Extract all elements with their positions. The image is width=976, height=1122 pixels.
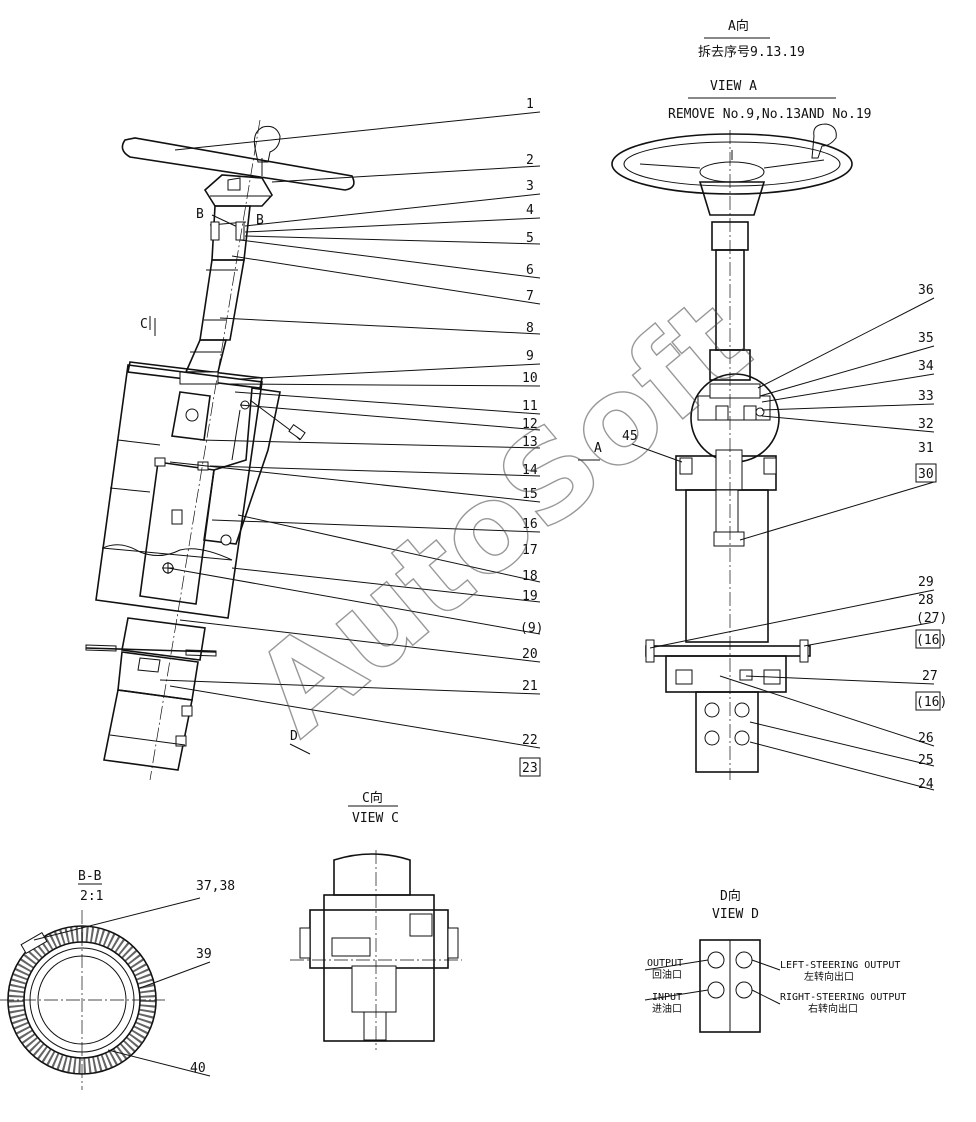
callout-16-paren-a: (16)	[916, 633, 947, 648]
callout-18: 18	[522, 569, 538, 584]
view-c	[290, 850, 462, 1050]
section-mark-c: C	[140, 317, 148, 332]
callout-4: 4	[526, 203, 534, 218]
callout-24: 24	[918, 777, 934, 792]
callout-21: 21	[522, 679, 538, 694]
callout-15: 15	[522, 487, 538, 502]
section-mark-d: D	[290, 729, 298, 744]
section-bb-scale: 2:1	[80, 889, 103, 904]
callout-34: 34	[918, 359, 934, 374]
port-left-steering-en: LEFT-STEERING OUTPUT	[780, 960, 900, 971]
callout-19: 19	[522, 589, 538, 604]
callout-16-paren-b: (16)	[916, 695, 947, 710]
port-input-en: INPUT	[652, 992, 682, 1003]
view-a	[578, 123, 853, 780]
callout-30: 30	[918, 467, 934, 482]
callout-2: 2	[526, 153, 534, 168]
callout-31: 31	[918, 441, 934, 456]
callout-5: 5	[526, 231, 534, 246]
view-d-title-en: VIEW D	[712, 907, 759, 922]
callout-13: 13	[522, 435, 538, 450]
view-c-title-en: VIEW C	[352, 811, 399, 826]
callout-35: 35	[918, 331, 934, 346]
port-left-steering-cn: 左转向出口	[804, 970, 854, 983]
callout-39: 39	[196, 947, 212, 962]
right-leader-lines	[631, 297, 935, 791]
callout-6: 6	[526, 263, 534, 278]
callout-20: 20	[522, 647, 538, 662]
view-d	[644, 939, 781, 1033]
callout-9: 9	[526, 349, 534, 364]
callout-22: 22	[522, 733, 538, 748]
callout-28: 28	[918, 593, 934, 608]
callout-32: 32	[918, 417, 934, 432]
callout-26: 26	[918, 731, 934, 746]
callout-12: 12	[522, 417, 538, 432]
callout-45: 45	[622, 429, 638, 444]
view-c-title-cn: C向	[362, 790, 383, 806]
callout-10: 10	[522, 371, 538, 386]
view-a-title-en: VIEW A	[710, 79, 757, 94]
section-mark-b-right: B	[256, 213, 264, 228]
section-bb-title: B-B	[78, 869, 102, 884]
callout-37-38: 37,38	[196, 879, 235, 894]
view-a-arrow-label: A	[594, 441, 602, 456]
port-right-steering-cn: 右转向出口	[808, 1002, 858, 1015]
callout-17: 17	[522, 543, 538, 558]
port-output-cn: 回油口	[652, 968, 682, 981]
main-assembly-view	[85, 119, 355, 781]
callout-27-paren: (27)	[916, 611, 947, 626]
callout-3: 3	[526, 179, 534, 194]
callout-23: 23	[522, 761, 538, 776]
left-leader-lines	[159, 111, 541, 749]
callout-29: 29	[918, 575, 934, 590]
port-right-steering-en: RIGHT-STEERING OUTPUT	[780, 992, 906, 1003]
view-d-title-cn: D向	[720, 888, 741, 904]
view-a-title-cn: A向	[728, 18, 749, 34]
callout-11: 11	[522, 399, 538, 414]
port-input-cn: 进油口	[652, 1002, 682, 1015]
callout-14: 14	[522, 463, 538, 478]
callout-25: 25	[918, 753, 934, 768]
callout-27: 27	[922, 669, 938, 684]
section-mark-b-left: B	[196, 207, 204, 222]
port-output-en: OUTPUT	[647, 958, 683, 969]
view-a-note-cn: 拆去序号9.13.19	[698, 45, 805, 60]
callout-36: 36	[918, 283, 934, 298]
callout-7: 7	[526, 289, 534, 304]
view-a-note-en: REMOVE No.9,No.13AND No.19	[668, 107, 872, 122]
callout-8: 8	[526, 321, 534, 336]
callout-40: 40	[190, 1061, 206, 1076]
callout-9-paren: (9)	[520, 621, 543, 636]
watermark: AutoSoft	[229, 272, 775, 762]
section-b-b	[0, 883, 211, 1090]
callout-1: 1	[526, 97, 534, 112]
callout-16: 16	[522, 517, 538, 532]
callout-33: 33	[918, 389, 934, 404]
